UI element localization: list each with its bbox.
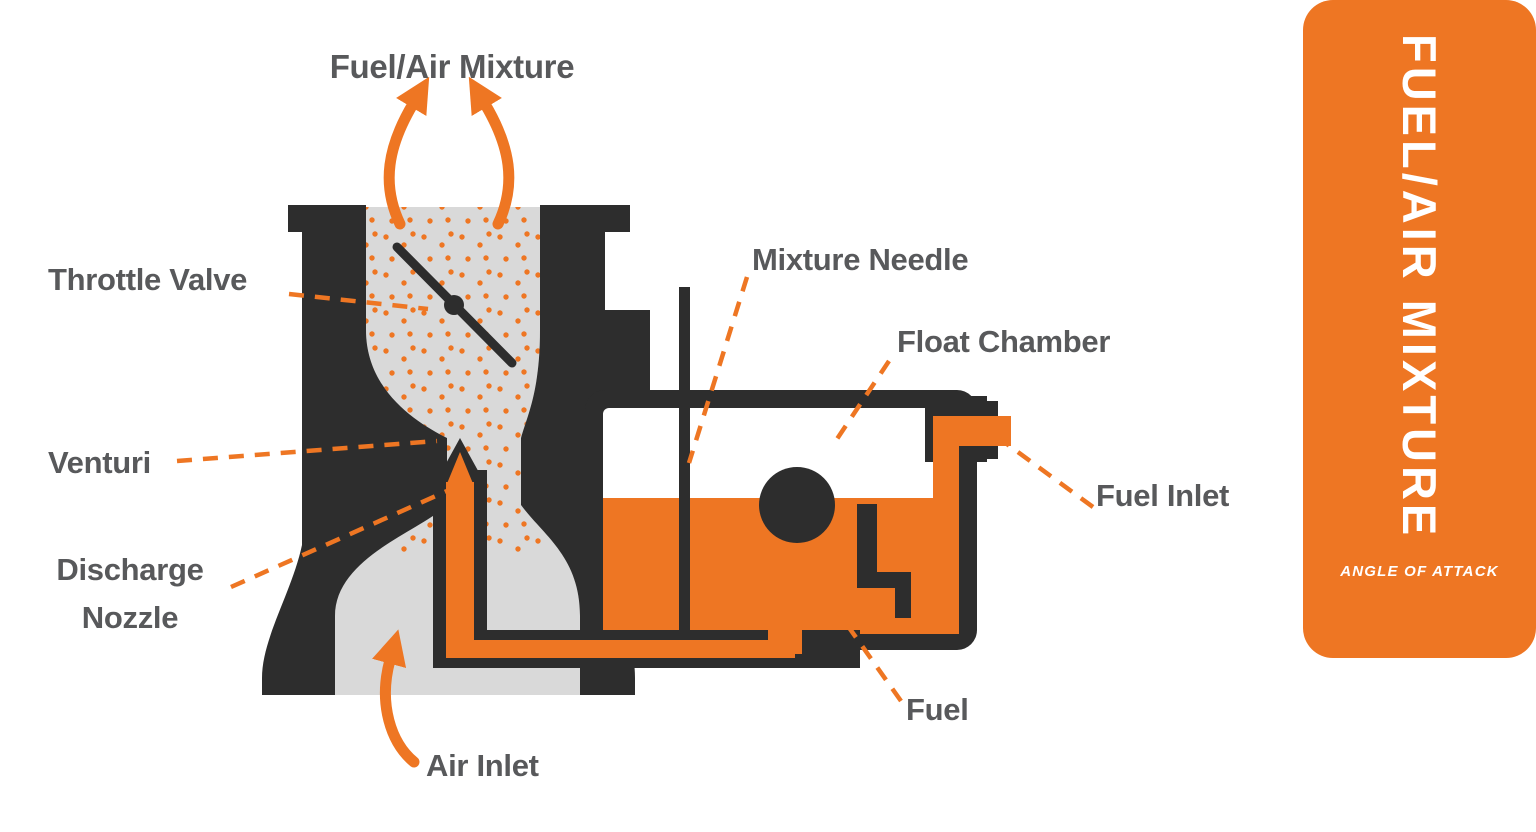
fuel-air-arrow-right xyxy=(468,76,515,230)
side-panel: FUEL/AIR MIXTURE ANGLE OF ATTACK xyxy=(1303,0,1536,658)
mixture-needle-label: Mixture Needle xyxy=(752,242,969,277)
fuel-air-arrows xyxy=(383,76,515,230)
throttle-valve-label: Throttle Valve xyxy=(48,262,248,297)
mixture-needle-leader xyxy=(686,276,750,464)
angle-of-attack-logo: ANGLE OF ATTACK xyxy=(1340,563,1499,580)
fuel-inlet-leader xyxy=(998,437,1095,509)
side-panel-title: FUEL/AIR MIXTURE xyxy=(1393,34,1446,540)
float xyxy=(759,467,835,543)
discharge-nozzle-label-line2: Nozzle xyxy=(81,600,179,636)
air-inlet-arrow xyxy=(372,629,420,768)
fuel-inlet-label: Fuel Inlet xyxy=(1096,478,1230,513)
float-valve-mechanism xyxy=(857,504,911,618)
throttle-valve-leader xyxy=(288,291,429,312)
fuel-passage xyxy=(446,482,795,658)
discharge-nozzle-label: Discharge Nozzle xyxy=(38,546,222,642)
float-chamber-leader xyxy=(835,359,891,441)
float-chamber-label: Float Chamber xyxy=(897,324,1111,359)
carburetor-left-wall xyxy=(262,205,447,695)
throttle-valve-plate xyxy=(392,242,517,368)
fuel-inlet-port xyxy=(925,396,1011,542)
venturi-leader xyxy=(176,438,438,464)
air-inlet-label: Air Inlet xyxy=(426,748,539,783)
leader-lines xyxy=(176,276,1095,703)
venturi-label: Venturi xyxy=(48,445,151,480)
fuel-riser-to-chamber xyxy=(768,598,802,654)
fuel-passages xyxy=(433,438,860,668)
fuel-leader xyxy=(836,610,903,703)
fuel-air-mixture-label: Fuel/Air Mixture xyxy=(329,48,575,85)
discharge-nozzle-tip xyxy=(446,452,474,486)
fuel-air-arrow-left xyxy=(383,76,430,230)
fuel-label: Fuel xyxy=(906,692,969,727)
discharge-nozzle-leader xyxy=(230,488,448,590)
mixture-needle-rod xyxy=(679,287,690,633)
discharge-nozzle-label-line1: Discharge xyxy=(56,552,204,587)
